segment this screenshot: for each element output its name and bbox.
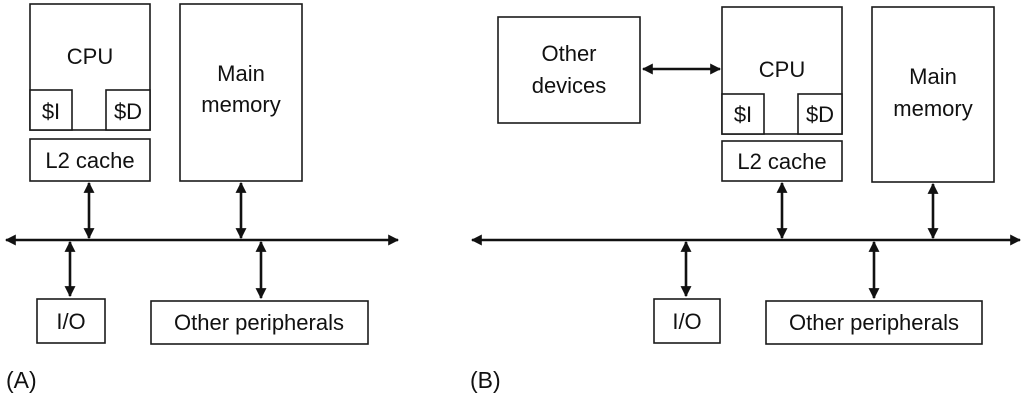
peripherals-box-b: Other peripherals: [765, 300, 983, 345]
other-devices-b: Other devices: [497, 16, 641, 124]
memory-line1-b: Main: [909, 64, 957, 89]
memory-line2-b: memory: [893, 96, 972, 121]
l2-cache-a: L2 cache: [29, 138, 151, 182]
memory-line2-a: memory: [201, 92, 280, 117]
l2-cache-b: L2 cache: [721, 140, 843, 182]
cpu-block-a: CPU $I $D: [29, 3, 151, 131]
cpu-block-b: CPU $I $D: [721, 6, 843, 135]
dcache-box-a: [105, 89, 151, 131]
main-memory-a: Main memory: [179, 3, 303, 182]
icache-label-b: $I: [734, 102, 752, 127]
peripherals-label-a: Other peripherals: [174, 310, 344, 335]
cpu-label-b: CPU: [759, 57, 805, 82]
main-memory-b: Main memory: [871, 6, 995, 183]
io-label-a: I/O: [56, 309, 85, 334]
peripherals-label-b: Other peripherals: [789, 310, 959, 335]
peripherals-box-a: Other peripherals: [150, 300, 369, 345]
icache-box-a: [29, 89, 73, 131]
io-label-b: I/O: [672, 309, 701, 334]
caption-a: (A): [6, 367, 37, 393]
io-box-b: I/O: [653, 298, 721, 344]
devices-line2-b: devices: [532, 73, 607, 98]
cpu-label-a: CPU: [67, 44, 113, 69]
diagram-b: Other devices CPU $I $D L2 cache Main me…: [470, 6, 1022, 393]
devices-line1-b: Other: [541, 41, 596, 66]
l2-label-a: L2 cache: [45, 148, 134, 173]
memory-line1-a: Main: [217, 61, 265, 86]
dcache-box-b: [797, 93, 843, 135]
icache-label-a: $I: [42, 99, 60, 124]
icache-box-b: [721, 93, 765, 135]
dcache-label-b: $D: [806, 102, 834, 127]
l2-label-b: L2 cache: [737, 149, 826, 174]
diagram-a: CPU $I $D L2 cache Main memory I/O: [4, 3, 400, 393]
io-box-a: I/O: [36, 298, 106, 344]
dcache-label-a: $D: [114, 99, 142, 124]
caption-b: (B): [470, 367, 501, 393]
